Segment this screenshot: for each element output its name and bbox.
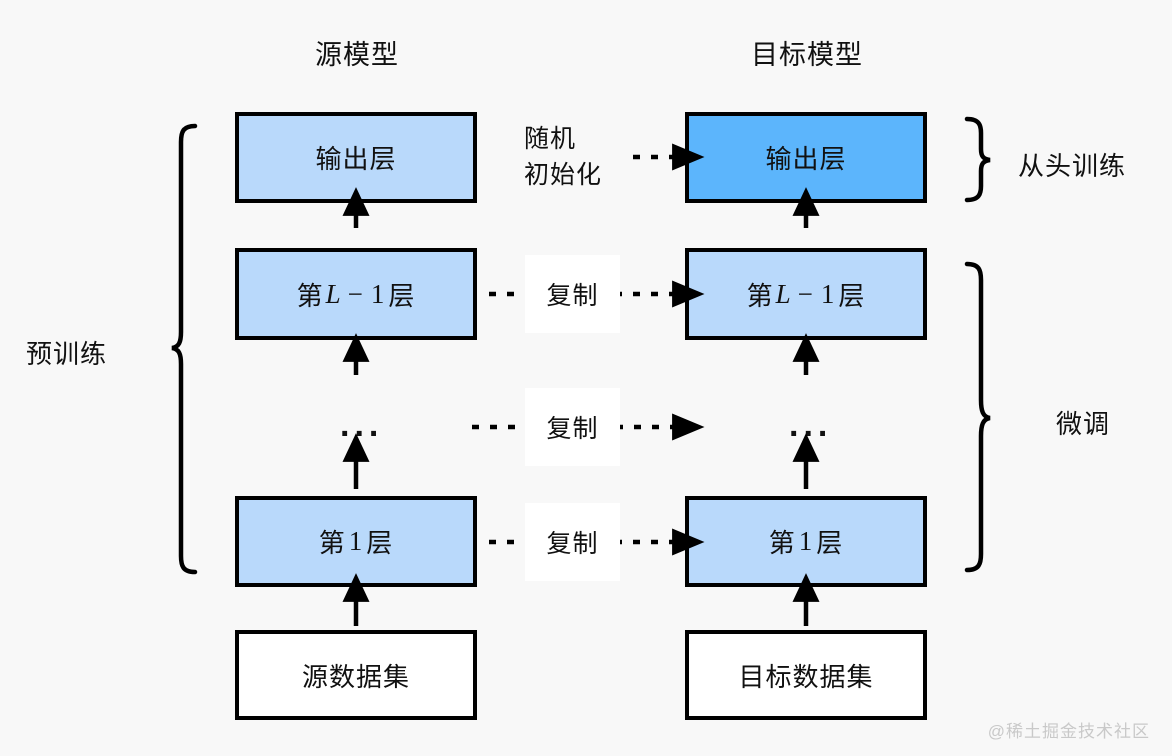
source-layer-1-prefix: 第	[318, 528, 346, 558]
source-dataset-box[interactable]: 源数据集	[235, 630, 477, 720]
source-layer-l-minus-1-num: 1	[370, 278, 386, 309]
target-layer-l-minus-1-op: −	[797, 278, 814, 309]
left-brace-pretrain	[171, 123, 198, 575]
target-layer-l-minus-1-num: 1	[820, 278, 836, 309]
target-dataset-label: 目标数据集	[738, 661, 874, 692]
source-layer-l-minus-1-suffix: 层	[388, 280, 416, 311]
source-dataset-label: 源数据集	[301, 661, 410, 692]
copy-label-middle: 复制	[525, 388, 620, 466]
pretrain-label: 预训练	[26, 339, 108, 369]
watermark: @稀土掘金技术社区	[987, 722, 1150, 741]
target-layer-l-minus-1-prefix: 第	[746, 280, 774, 311]
transfer-arrows	[472, 143, 705, 556]
source-model-title: 源模型	[315, 40, 399, 70]
target-ellipsis: ...	[789, 406, 833, 444]
copy-label-layer-1: 复制	[525, 503, 620, 581]
target-layer-l-minus-1-var: L	[775, 278, 792, 309]
train-from-scratch-label: 从头训练	[1018, 151, 1127, 181]
source-output-layer-box[interactable]: 输出层	[235, 112, 477, 203]
finetune-label: 微调	[1056, 409, 1111, 439]
right-brace-train-from-scratch	[964, 116, 991, 203]
source-ellipsis: ...	[340, 406, 384, 444]
source-layer-l-minus-1-prefix: 第	[296, 280, 324, 311]
target-output-layer-box[interactable]: 输出层	[685, 112, 927, 203]
random-init-label: 随机 初始化	[524, 122, 602, 193]
copy-label-l-minus-1: 复制	[525, 255, 620, 333]
target-output-layer-label: 输出层	[765, 144, 847, 174]
target-model-title: 目标模型	[751, 40, 863, 70]
source-layer-l-minus-1-op: −	[347, 278, 364, 309]
source-output-layer-label: 输出层	[315, 144, 397, 174]
random-init-line-2: 初始化	[524, 160, 603, 189]
target-dataset-box[interactable]: 目标数据集	[685, 630, 927, 720]
source-layer-1-num: 1	[348, 526, 364, 556]
target-layer-l-minus-1-suffix: 层	[838, 280, 866, 311]
right-brace-finetune	[964, 261, 991, 573]
target-layer-1-suffix: 层	[816, 528, 844, 558]
source-layer-l-minus-1-var: L	[325, 278, 342, 309]
random-init-line-1: 随机	[524, 125, 577, 153]
target-layer-1-num: 1	[798, 526, 814, 556]
target-layer-1-prefix: 第	[768, 528, 796, 558]
source-layer-1-suffix: 层	[366, 528, 394, 558]
